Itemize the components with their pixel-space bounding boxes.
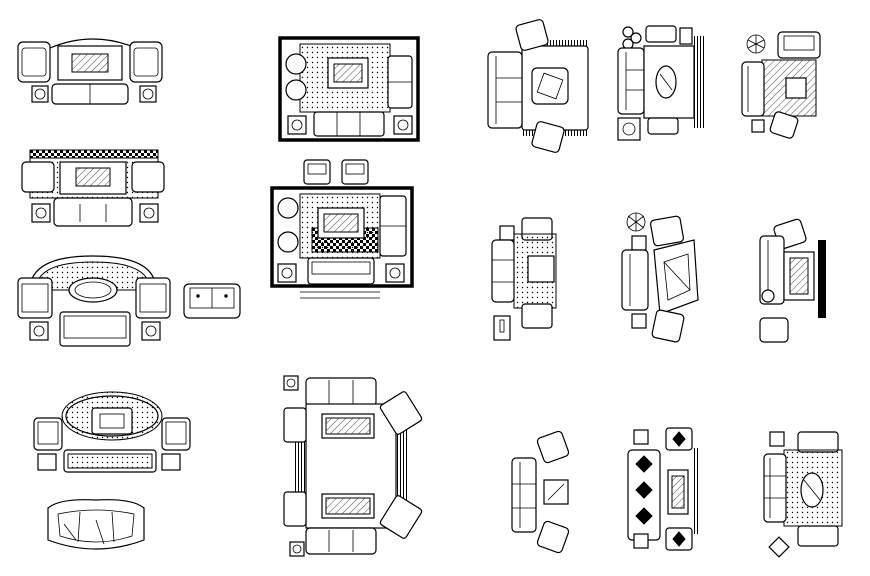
patterned-sofa-set-icon [627, 427, 700, 551]
loveseat-icon [183, 283, 241, 319]
framed-room-layout-with-dining-chairs-icon [270, 159, 414, 299]
sofa-set-on-dotted-rug-icon [21, 149, 165, 227]
sofa-set-with-side-tables-icon [17, 38, 163, 105]
sofa-with-oval-table-and-plant-icon [617, 25, 704, 141]
angled-sofa-set-icon [621, 212, 699, 343]
curved-sofa-set-with-oval-table-icon [17, 255, 171, 347]
framed-room-layout-icon [278, 36, 420, 142]
sofa-with-dotted-rug-icon [763, 431, 843, 558]
sofa-with-plant-and-square-rug-icon [741, 31, 821, 139]
double-table-seating-layout-icon [283, 375, 423, 557]
corner-sofa-with-tv-icon [759, 218, 826, 343]
l-sofa-with-fringe-rug-icon [487, 19, 589, 153]
sofa-with-square-table-icon [511, 430, 570, 554]
curved-sofa-icon [47, 499, 145, 550]
sofa-table-arrangement-icon [491, 217, 557, 341]
round-rug-seating-icon [33, 391, 191, 473]
